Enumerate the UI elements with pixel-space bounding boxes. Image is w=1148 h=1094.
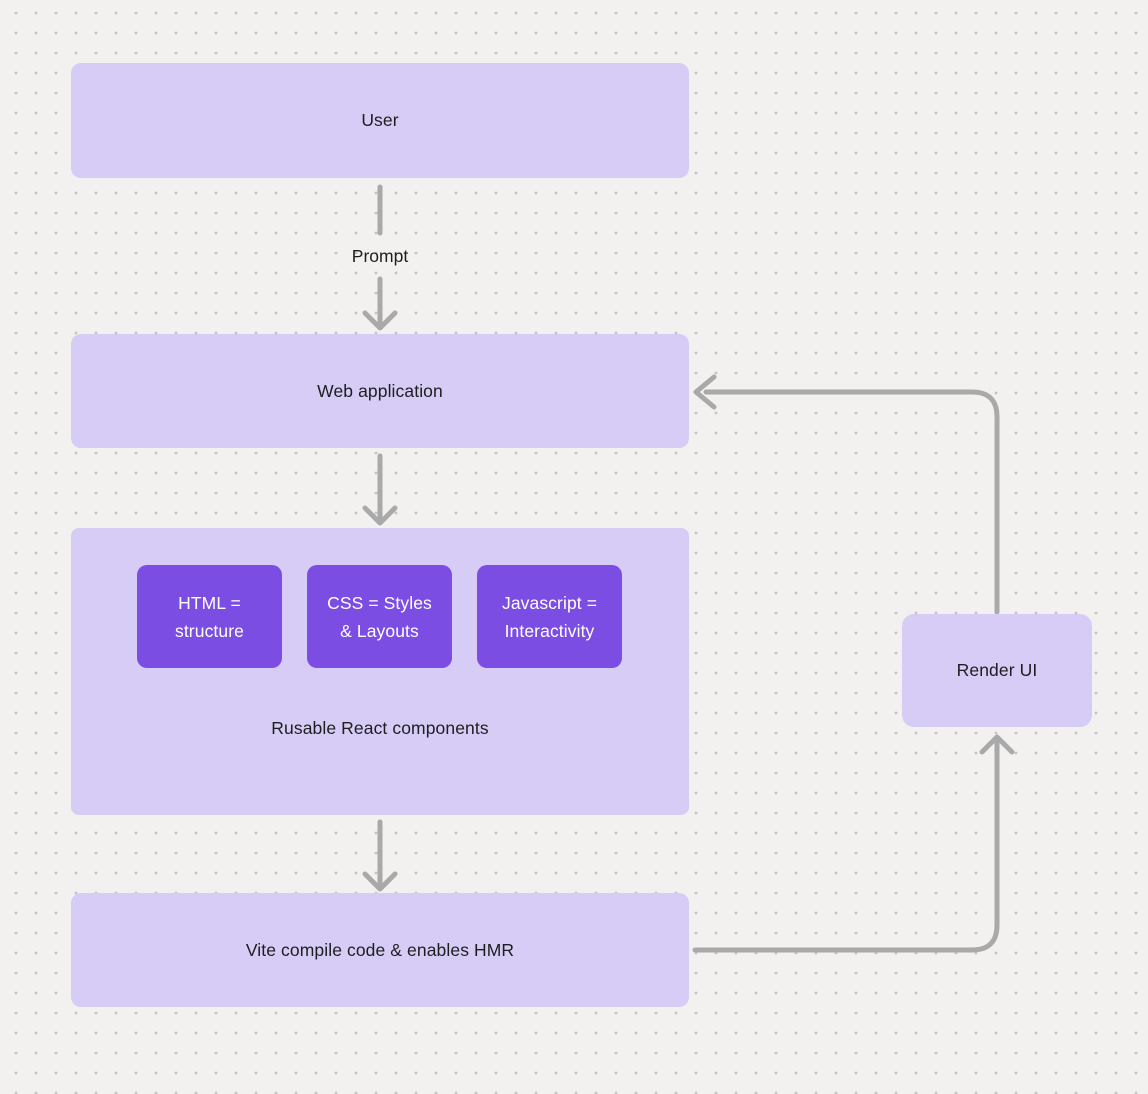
node-css[interactable]: CSS = Styles & Layouts [307, 565, 452, 668]
arrowhead-into-components [362, 505, 398, 526]
node-vite-label: Vite compile code & enables HMR [245, 939, 515, 960]
node-html-label: HTML = structure [175, 592, 244, 641]
arrowhead-into-webapp-top [362, 310, 398, 331]
node-javascript-label: Javascript = Interactivity [501, 592, 598, 641]
node-vite[interactable]: Vite compile code & enables HMR [71, 893, 689, 1007]
connector-vite-to-render [692, 739, 1000, 953]
node-html[interactable]: HTML = structure [137, 565, 282, 668]
node-user-label: User [361, 110, 399, 130]
node-javascript[interactable]: Javascript = Interactivity [477, 565, 622, 668]
arrowhead-into-webapp-right [693, 374, 717, 410]
connector-render-to-webapp [703, 389, 1000, 615]
node-user[interactable]: User [71, 63, 689, 178]
edge-label-prompt: Prompt [351, 246, 409, 266]
arrowhead-into-render [979, 734, 1015, 755]
node-css-label: CSS = Styles & Layouts [327, 592, 432, 641]
node-web-application-label: Web application [317, 380, 443, 401]
node-render-ui[interactable]: Render UI [902, 614, 1092, 727]
node-render-ui-label: Render UI [956, 660, 1038, 680]
arrowhead-into-vite [362, 871, 398, 892]
group-react-components[interactable]: HTML = structure CSS = Styles & Layouts … [71, 528, 689, 815]
node-web-application[interactable]: Web application [71, 334, 689, 448]
group-react-components-caption: Rusable React components [271, 718, 489, 738]
